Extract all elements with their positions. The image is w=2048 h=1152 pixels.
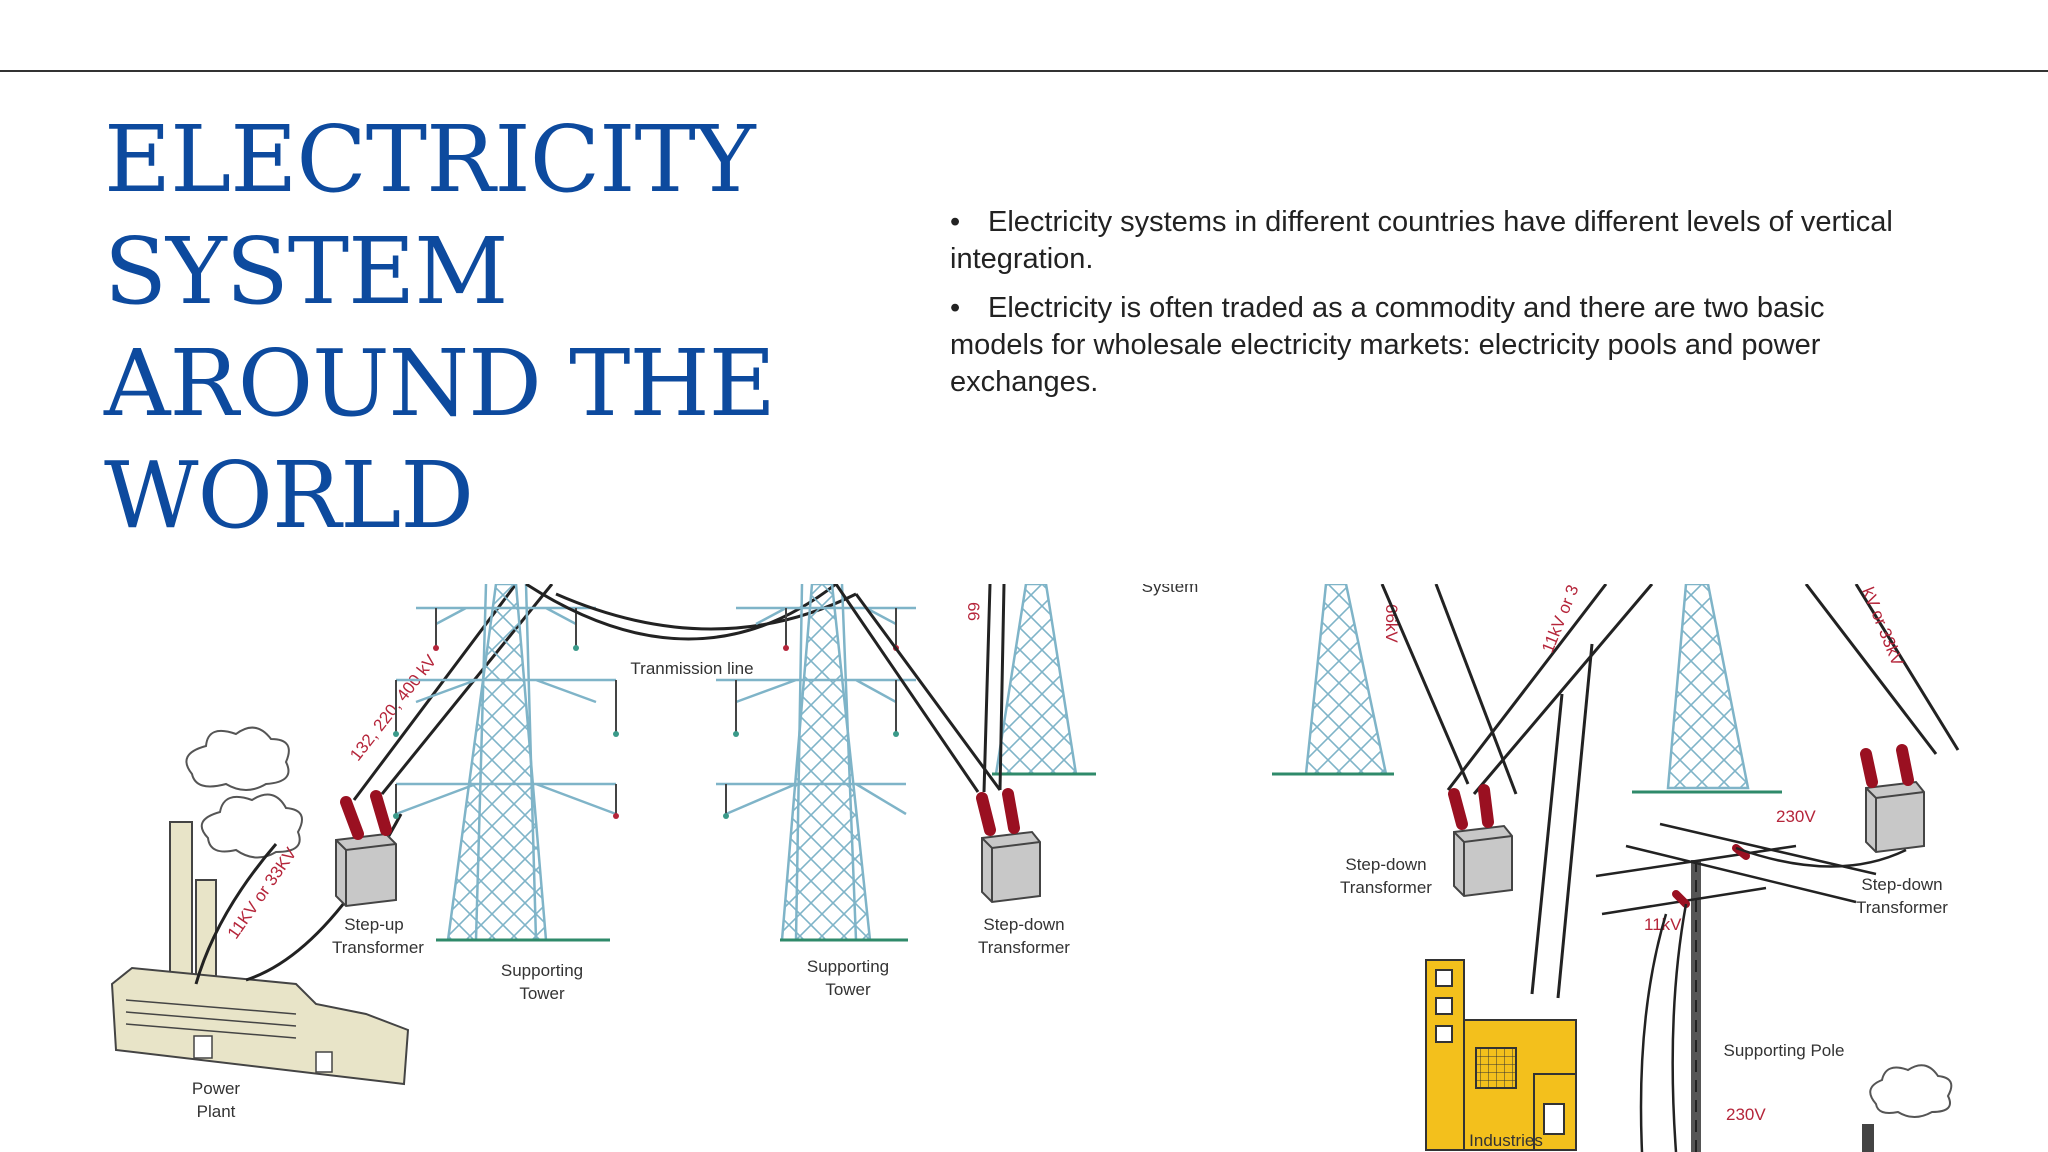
insulator-icon — [340, 790, 392, 840]
title-line-1: ELECTRICITY — [104, 106, 756, 213]
bullet-dot: • — [950, 292, 961, 324]
distribution-line — [1556, 643, 1594, 999]
transmission-line — [525, 584, 837, 641]
partial-tower-center — [992, 584, 1096, 776]
distribution-line — [1380, 584, 1470, 785]
title-line-4: WORLD — [104, 442, 474, 549]
insulator-icon — [1448, 784, 1494, 830]
supporting-pole — [1595, 822, 1907, 1152]
generation-line — [194, 843, 278, 985]
distribution-line — [1434, 584, 1518, 795]
label-step-down-c-1: Step-down — [1861, 875, 1942, 894]
label-power-plant-1: Power — [192, 1079, 241, 1098]
bullet-dot: • — [950, 206, 961, 238]
label-step-down-b-1: Step-down — [1345, 855, 1426, 874]
label-voltage-230-b: 230V — [1726, 1105, 1766, 1124]
step-down-transformer-c — [1860, 744, 1925, 854]
power-plant — [110, 726, 410, 1086]
label-tower-left-2: Tower — [519, 984, 565, 1003]
bullet-item: •Electricity is often traded as a commod… — [950, 290, 1910, 401]
chimney — [1862, 1124, 1874, 1152]
label-tower-right-1: Supporting — [807, 957, 889, 976]
transmission-line — [834, 584, 980, 793]
step-down-transformer-b — [1448, 784, 1513, 898]
label-step-down-a-1: Step-down — [983, 915, 1064, 934]
distribution-line — [1530, 693, 1564, 995]
label-transmission-line: Tranmission line — [630, 659, 753, 678]
top-divider — [0, 70, 2048, 72]
distribution-line — [1854, 584, 1960, 751]
industries-building — [1425, 959, 1577, 1151]
transmission-line — [352, 584, 518, 801]
plant-building — [110, 966, 410, 1086]
supporting-tower-left — [393, 584, 619, 942]
distribution-line — [1472, 584, 1654, 795]
label-system-partial: System — [1142, 584, 1199, 596]
electricity-system-diagram: Power Plant 11KV or 33KV Step-up Transfo… — [110, 584, 1960, 1152]
slide-title: ELECTRICITY SYSTEM AROUND THE WORLD — [104, 104, 776, 552]
label-industries: Industries — [1469, 1131, 1543, 1150]
title-line-3: AROUND THE — [104, 330, 776, 437]
label-voltage-230-a: 230V — [1776, 807, 1816, 826]
plant-door — [193, 1035, 213, 1059]
label-tower-right-2: Tower — [825, 980, 871, 999]
tower-far-right — [1632, 584, 1782, 794]
plant-vents — [125, 999, 297, 1039]
supporting-tower-right — [716, 584, 916, 942]
distribution-line — [982, 584, 1006, 793]
plant-door — [315, 1051, 333, 1073]
chimney — [169, 821, 193, 983]
bullet-text: Electricity is often traded as a commodi… — [950, 292, 1825, 398]
smoke-cloud-icon — [185, 726, 290, 791]
insulator-icon — [1860, 744, 1914, 788]
label-voltage-66-partial: 66 — [964, 602, 983, 621]
step-down-transformer-a — [976, 788, 1041, 904]
bullet-item: •Electricity systems in different countr… — [950, 204, 1910, 278]
transmission-line — [854, 593, 1002, 791]
distribution-line — [1804, 584, 1938, 755]
label-step-down-c-2: Transformer — [1856, 898, 1948, 917]
label-voltage-33-partial: kV or 33kV — [1858, 584, 1907, 669]
label-step-up-1: Step-up — [344, 915, 404, 934]
label-tower-left-1: Supporting — [501, 961, 583, 980]
insulator-icon — [976, 788, 1020, 836]
tower-right-section — [1272, 584, 1394, 776]
label-step-down-a-2: Transformer — [978, 938, 1070, 957]
transmission-line — [380, 584, 554, 795]
smoke-cloud-icon — [1869, 1064, 1953, 1118]
label-step-up-2: Transformer — [332, 938, 424, 957]
distribution-line — [1446, 584, 1608, 791]
label-step-down-b-2: Transformer — [1340, 878, 1432, 897]
bullet-text: Electricity systems in different countri… — [950, 206, 1893, 275]
title-line-2: SYSTEM — [104, 218, 509, 325]
label-supporting-pole: Supporting Pole — [1724, 1041, 1845, 1060]
step-up-transformer — [335, 790, 397, 908]
smoke-cloud-icon — [200, 793, 303, 859]
label-power-plant-2: Plant — [197, 1102, 236, 1121]
bullet-list: •Electricity systems in different countr… — [950, 204, 1910, 413]
